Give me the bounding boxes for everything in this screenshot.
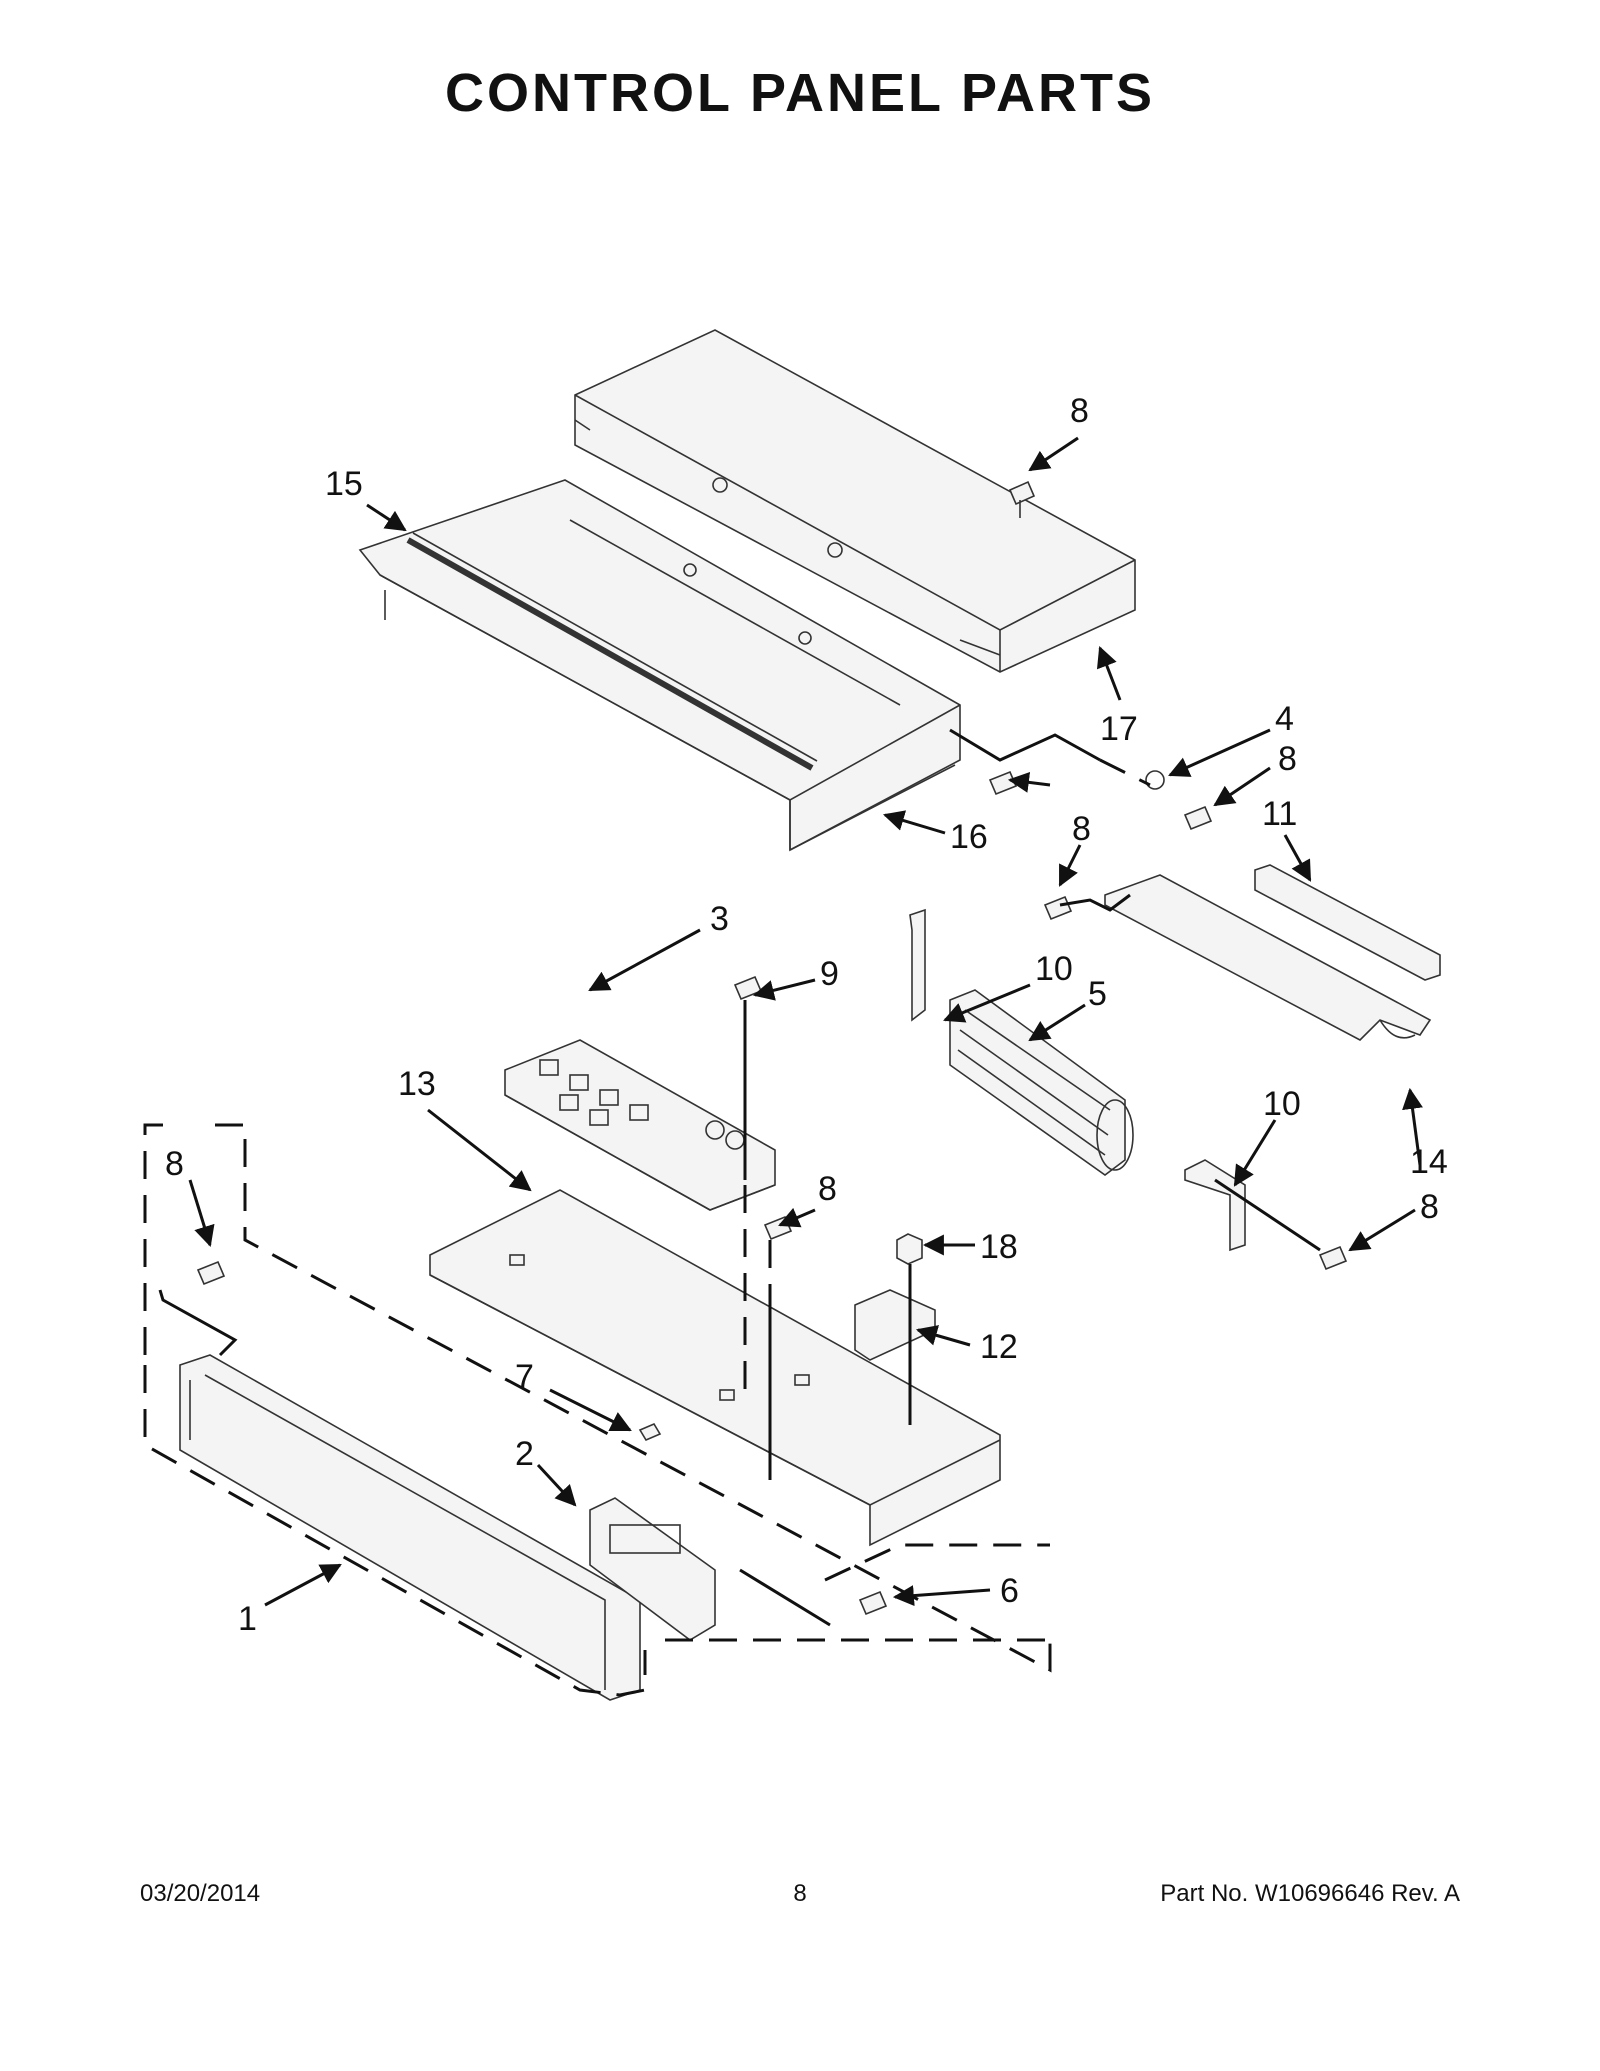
footer-page-number: 8 [793,1880,807,1907]
page-title: CONTROL PANEL PARTS [444,63,1156,123]
part-15-strip [406,532,818,771]
part-2-module [589,1497,716,1641]
callout-1: 1 [238,1600,257,1638]
callout-8: 8 [1072,810,1091,848]
callout-8: 8 [1070,392,1089,430]
callout-13: 13 [398,1065,436,1103]
part-1-control-trim [179,1354,641,1701]
part-12-clip [854,1289,936,1361]
callout-5: 5 [1088,975,1107,1013]
callout-10: 10 [1263,1085,1301,1123]
callout-11: 11 [1262,795,1297,833]
footer-part-number: Part No. W10696646 Rev. A [1160,1880,1460,1907]
callout-labels: 8 15 17 4 8 11 16 8 3 9 10 5 13 10 14 8 … [165,392,1448,1638]
part-13-base-plate [429,1189,1001,1547]
part-10-bracket-upper [909,908,926,1022]
callout-8: 8 [165,1145,184,1183]
callout-7: 7 [515,1358,534,1396]
assembly-lines [158,728,1321,1627]
callout-10: 10 [1035,950,1073,988]
part-17-top-cover [574,329,1136,673]
callout-4: 4 [1275,700,1294,738]
screws [196,480,1348,1616]
part-14-bracket [1104,874,1432,1041]
part-5-fan [949,989,1134,1176]
callout-6: 6 [1000,1572,1019,1610]
callout-9: 9 [820,955,839,993]
callout-16: 16 [950,818,988,856]
callout-12: 12 [980,1328,1018,1366]
part-18-nut [896,1233,923,1265]
part-11-strip [1254,864,1441,981]
callout-2: 2 [515,1435,534,1473]
callout-3: 3 [710,900,729,938]
callout-15: 15 [325,465,363,503]
callout-8: 8 [1420,1188,1439,1226]
callout-14: 14 [1410,1143,1448,1181]
footer-date: 03/20/2014 [140,1880,261,1907]
part-10-bracket-lower [1184,1159,1246,1252]
part-3-control-board [504,1039,776,1211]
callout-17: 17 [1100,710,1138,748]
callout-arrows [188,436,1423,1607]
callout-18: 18 [980,1228,1018,1266]
assembly-dashed-outline [143,1123,1052,1697]
callout-8: 8 [818,1170,837,1208]
callout-8: 8 [1278,740,1297,778]
